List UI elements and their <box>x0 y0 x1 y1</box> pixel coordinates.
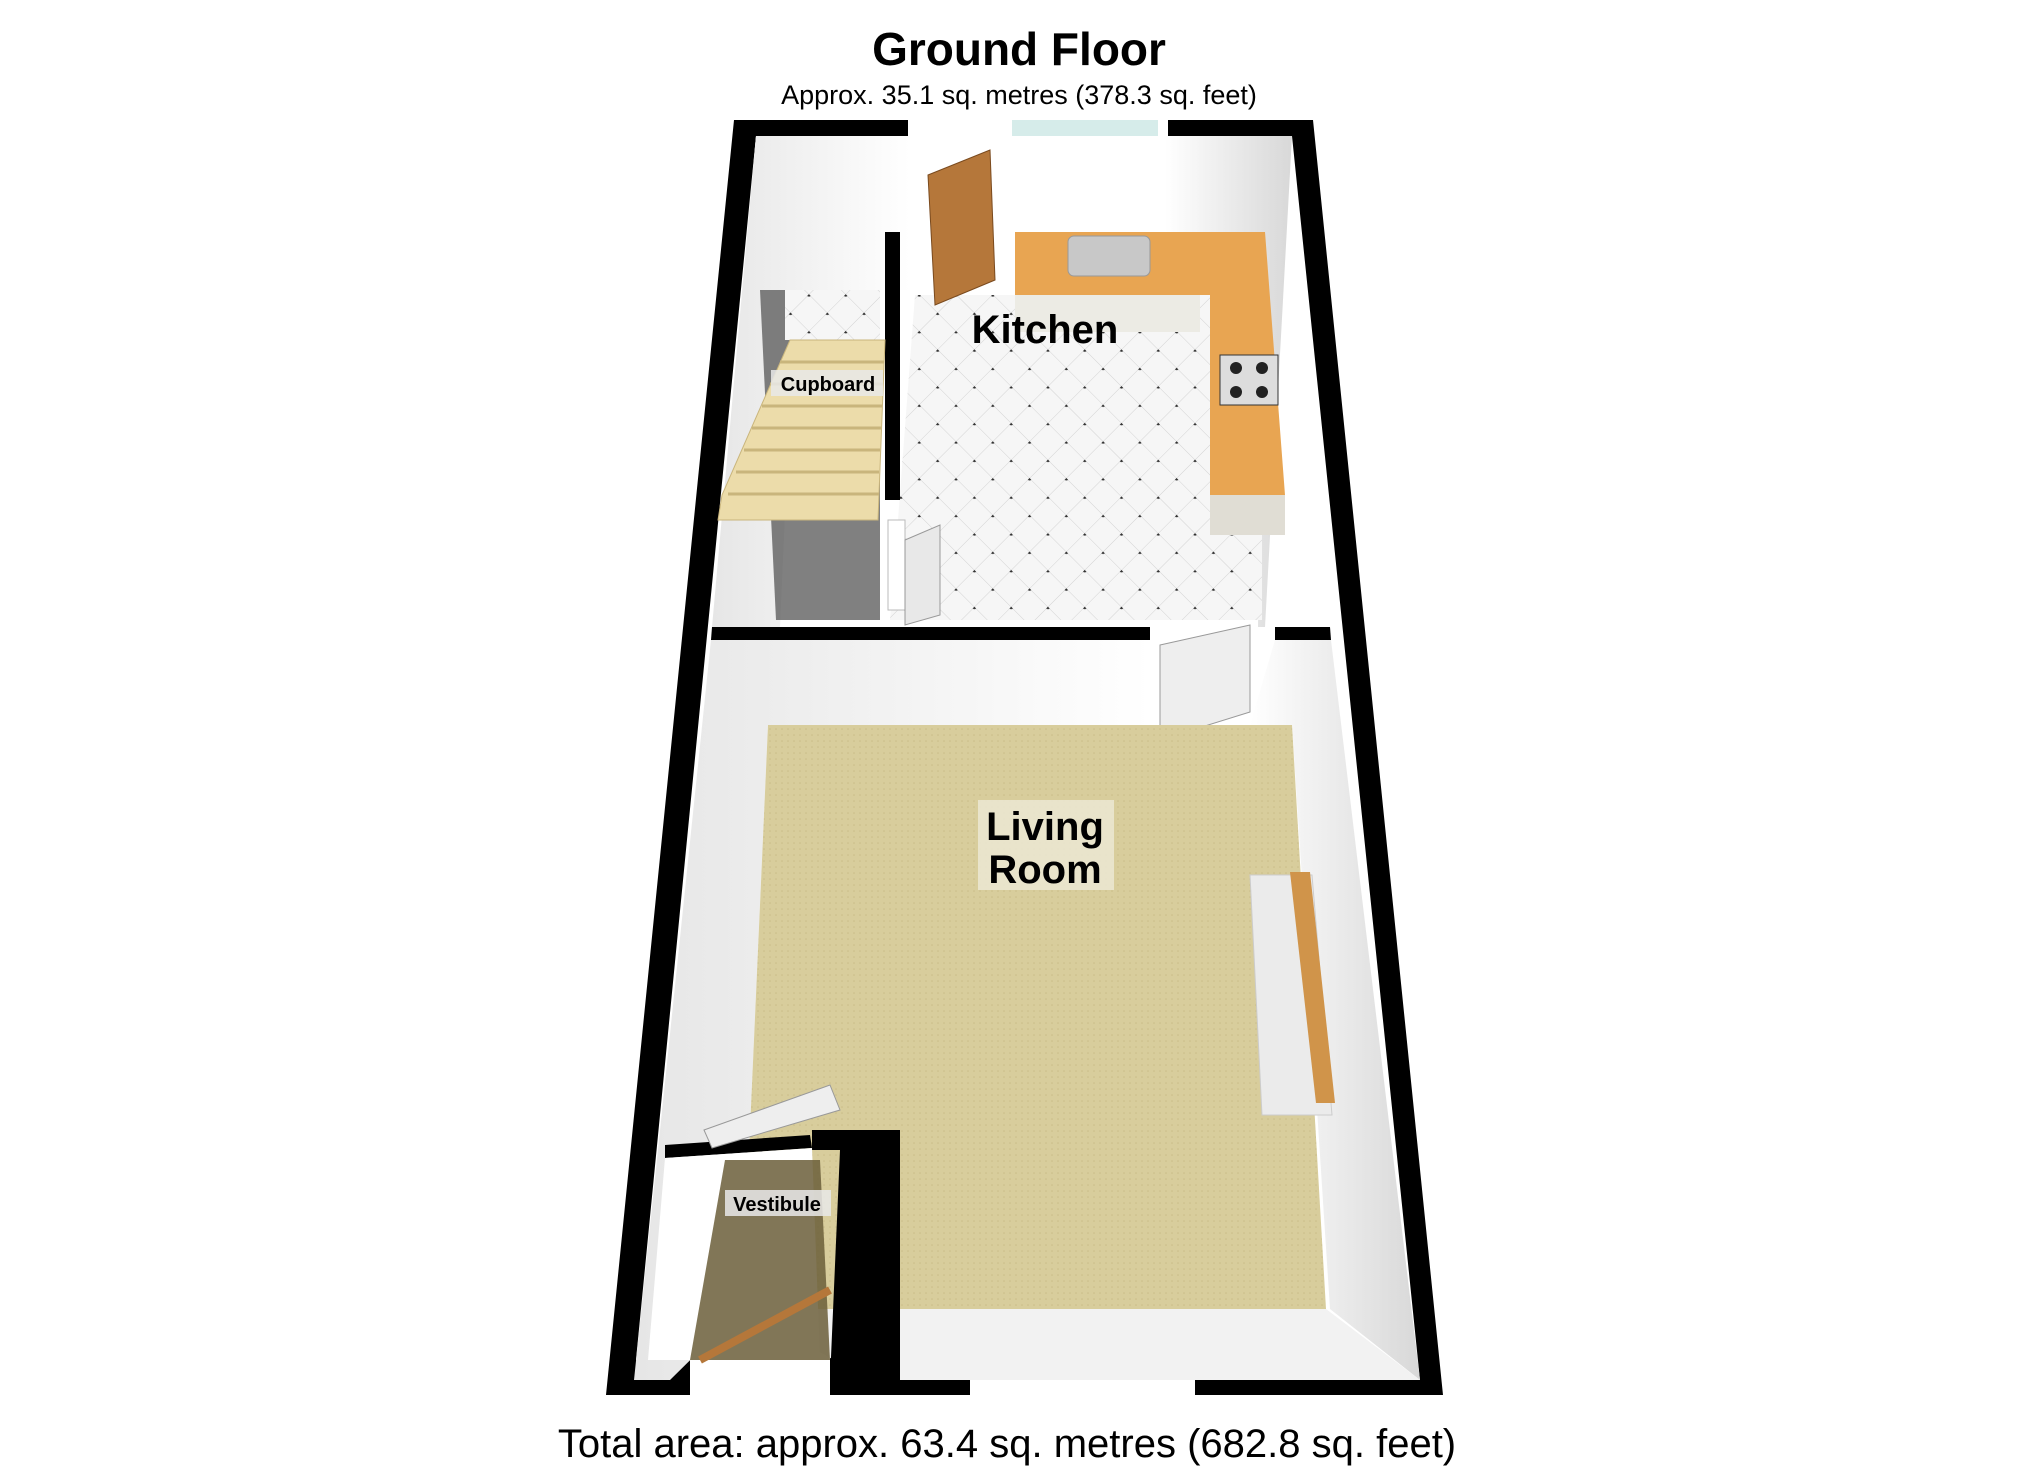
vestibule-door <box>703 1084 841 1149</box>
floor-title: Ground Floor <box>872 23 1166 75</box>
room-label-living-2: Room <box>988 848 1101 892</box>
mantel <box>1290 872 1335 1103</box>
sink <box>1067 235 1151 277</box>
floor-area: Approx. 35.1 sq. metres (378.3 sq. feet) <box>781 80 1257 110</box>
kitchen-floor <box>890 295 1262 620</box>
front-door <box>698 1286 832 1364</box>
hob <box>1219 354 1279 406</box>
cupboard-door <box>904 524 941 626</box>
back-door <box>927 149 996 306</box>
total-area: Total area: approx. 63.4 sq. metres (682… <box>558 1422 1456 1466</box>
room-label-cupboard: Cupboard <box>781 374 875 396</box>
kitchen-worktop <box>1015 232 1285 495</box>
room-label-kitchen: Kitchen <box>972 308 1119 352</box>
dividing-wall <box>711 624 1331 741</box>
room-label-vestibule: Vestibule <box>733 1194 821 1216</box>
kitchen-door <box>1159 624 1251 741</box>
room-label-living-1: Living <box>986 805 1104 849</box>
